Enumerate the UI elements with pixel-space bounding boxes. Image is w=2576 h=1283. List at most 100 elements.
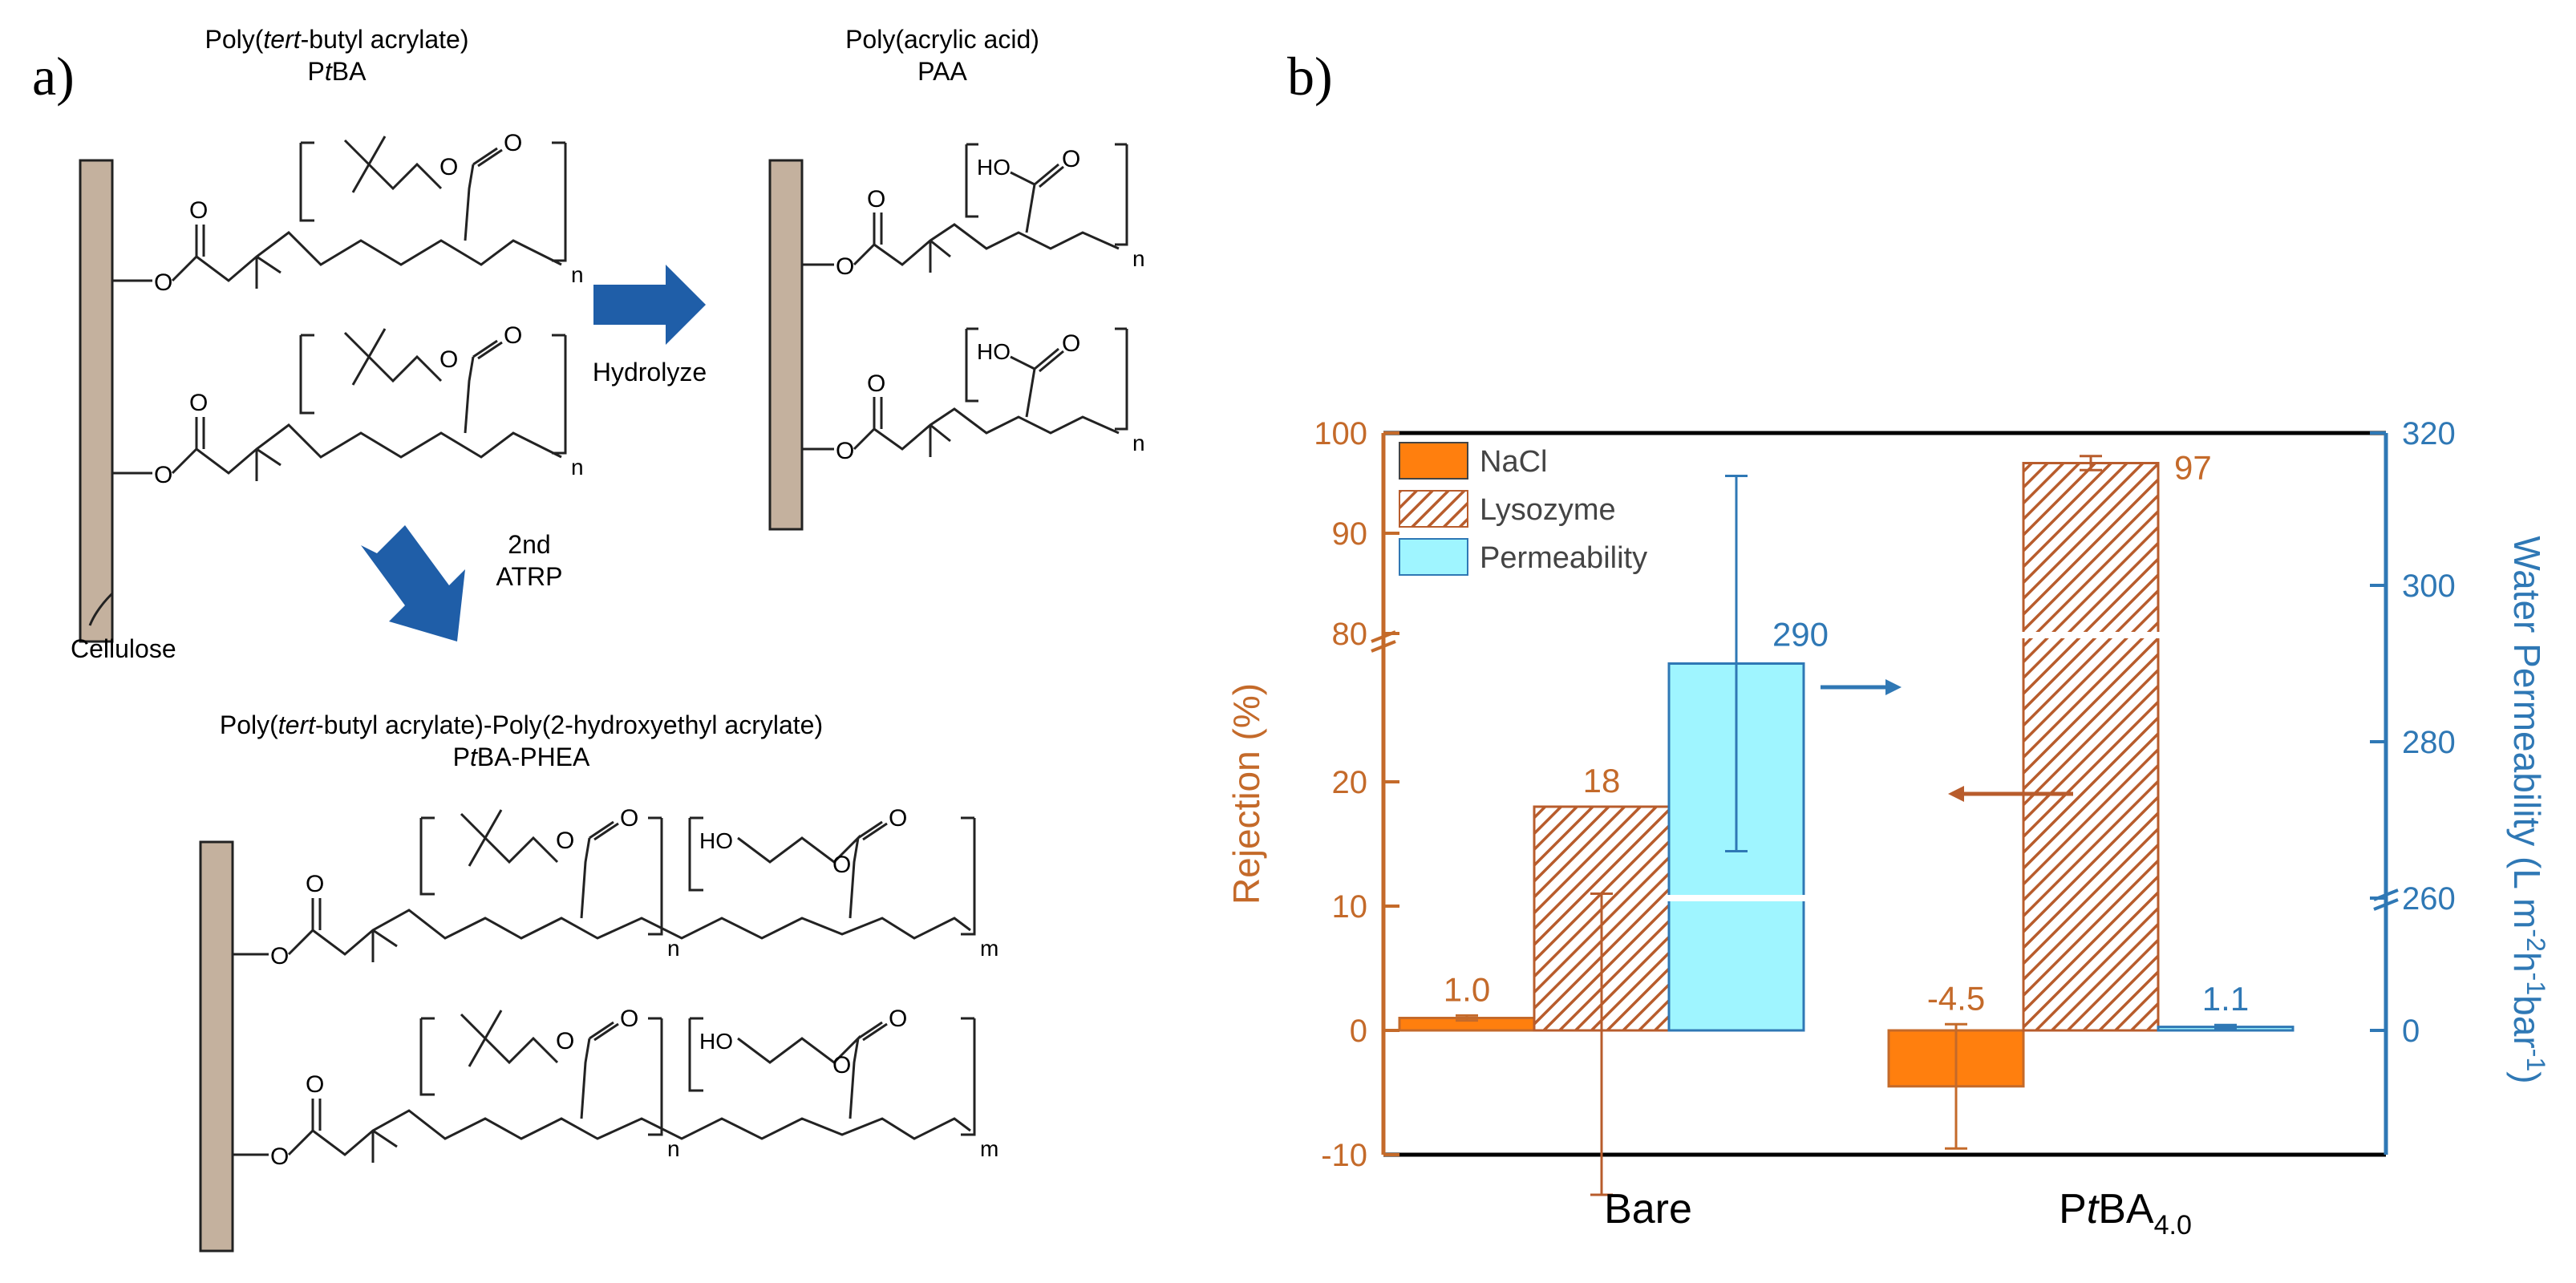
block-chain-1-sub-m: m (980, 936, 998, 961)
atrp-label-line2: ATRP (496, 562, 563, 591)
bars: 1.0 -4.5 18 97 290 1.1 (1398, 449, 2295, 1196)
block-chain-1-o-tbu-dbl: O (620, 805, 638, 832)
atrp-label-line1: 2nd (508, 530, 550, 559)
left-tick-label: 100 (1314, 416, 1367, 451)
data-label-nacl: 1.0 (1444, 970, 1490, 1008)
left-tick-label: 90 (1332, 516, 1368, 552)
block-chain-1 (233, 809, 976, 962)
legend-label-nacl: NaCl (1480, 445, 1547, 479)
paa-chain-2 (802, 327, 1128, 457)
block-title: Poly(tert-butyl acrylate)-Poly(2-hydroxy… (220, 710, 823, 739)
left-ticks (1383, 431, 1399, 1156)
ptba-chain-2-sub-n: n (571, 455, 584, 480)
error-bar-lysozyme (2080, 455, 2102, 472)
left-tick-label: -10 (1321, 1138, 1367, 1173)
paa-chain-1 (802, 143, 1128, 273)
error-bar-nacl (1456, 1014, 1478, 1022)
paa-title: Poly(acrylic acid) (845, 25, 1039, 54)
right-tick-label: 280 (2402, 725, 2456, 760)
block-chain-2-o-ester: O (270, 1143, 289, 1170)
block-chain-2-o-hea-dbl: O (889, 1006, 907, 1032)
right-tick-label: 0 (2402, 1014, 2420, 1049)
ptba-chain-1-o-ester: O (154, 269, 172, 296)
right-tick-label: 300 (2402, 569, 2456, 604)
ptba-title: Poly(tert-butyl acrylate) (205, 25, 469, 54)
paa-chain-1-o-acid: O (1062, 146, 1080, 172)
error-bar-nacl (1945, 1022, 1967, 1150)
cellulose-label: Cellulose (71, 634, 176, 663)
block-wall (199, 840, 234, 1253)
left-tick-label: 10 (1332, 889, 1368, 925)
ptba-chain-1-o-side: O (439, 154, 458, 180)
right-tick-label: 320 (2402, 416, 2456, 451)
block-chain-1-sub-n: n (667, 936, 680, 961)
paa-chain-1-o-ester: O (836, 253, 854, 280)
block-chain-2-o-hea: O (832, 1052, 851, 1079)
paa-chain-2-ho: HO (977, 339, 1011, 364)
ptba-chain-1 (112, 136, 567, 289)
ptba-abbr: PtBA (308, 57, 367, 86)
ptba-chain-2-o-side-dbl: O (504, 322, 522, 349)
ptba-chain-1-o-carbonyl: O (189, 197, 208, 224)
error-bar-permeability (2214, 1023, 2237, 1030)
paa-wall (768, 159, 804, 531)
category-label-bare: Bare (1604, 1186, 1692, 1232)
left-tick-labels: -10 0 10 20 80 90 100 (1314, 416, 1367, 1173)
left-axis-title: Rejection (%) (1225, 683, 1267, 905)
ptba-chain-1-o-side-dbl: O (504, 130, 522, 156)
block-chain-1-o-carbonyl: O (306, 871, 324, 897)
data-label-lysozyme: 97 (2174, 449, 2212, 487)
data-label-permeability: 290 (1772, 616, 1829, 654)
block-chain-2-o-tbu: O (556, 1028, 574, 1054)
block-chain-1-o-tbu: O (556, 828, 574, 854)
panel-b-label: b) (1287, 46, 1333, 107)
left-tick-label: 80 (1332, 617, 1368, 652)
category-label-ptba: PtBA4.0 (2059, 1186, 2192, 1241)
cellulose-pointer (88, 592, 114, 626)
ptba-chain-2-o-ester: O (154, 462, 172, 488)
legend-swatch-nacl (1399, 442, 1468, 480)
hydrolyze-arrow (593, 265, 706, 345)
right-tick-label: 260 (2402, 881, 2456, 917)
block-abbr: PtBA-PHEA (453, 743, 590, 771)
error-bar-permeability (1725, 475, 1748, 852)
bar-break-gap (1667, 895, 1805, 901)
block-chain-2-o-carbonyl: O (306, 1071, 324, 1098)
right-tick-labels: 0 260 280 300 320 (2402, 416, 2456, 1049)
paa-chain-1-ho: HO (977, 155, 1011, 180)
ptba-chain-1-sub-n: n (571, 262, 584, 287)
error-bar-lysozyme (1590, 892, 1613, 1196)
legend-label-lysozyme: Lysozyme (1480, 493, 1616, 527)
block-chain-2-sub-m: m (980, 1136, 998, 1161)
legend-swatch-permeability (1399, 538, 1468, 576)
legend: NaCl Lysozyme Permeability (1399, 442, 1647, 576)
data-label-lysozyme: 18 (1583, 762, 1621, 799)
panel-a-label: a) (32, 46, 75, 107)
paa-abbr: PAA (917, 57, 967, 86)
block-chain-1-ho: HO (699, 828, 733, 853)
paa-chain-2-o-carbonyl: O (867, 370, 885, 397)
block-chain-2-sub-n: n (667, 1136, 680, 1161)
block-chain-1-o-hea: O (832, 852, 851, 878)
right-axis-title: Water Permeability (L m-2h-1bar-1) (2506, 536, 2550, 1083)
block-chain-2-o-tbu-dbl: O (620, 1006, 638, 1032)
legend-label-permeability: Permeability (1480, 541, 1647, 575)
panel-b: b) -10 0 10 20 80 (1225, 46, 2550, 1241)
cellulose-wall (79, 159, 114, 643)
paa-chain-1-o-carbonyl: O (867, 186, 885, 212)
data-label-permeability: 1.1 (2202, 980, 2249, 1018)
block-chain-2-ho: HO (699, 1029, 733, 1054)
left-tick-label: 20 (1332, 765, 1368, 800)
hydrolyze-label: Hydrolyze (593, 358, 707, 387)
bar-lysozyme (2022, 462, 2160, 1032)
legend-swatch-lysozyme (1399, 490, 1468, 528)
left-tick-label: 0 (1350, 1014, 1367, 1049)
data-label-nacl: -4.5 (1927, 979, 1985, 1017)
block-chain-1-o-ester: O (270, 943, 289, 969)
paa-chain-2-o-ester: O (836, 438, 854, 464)
bar-break-gap (2022, 632, 2160, 638)
paa-chain-2-sub-n: n (1132, 431, 1145, 455)
paa-chain-1-sub-n: n (1132, 246, 1145, 271)
ptba-chain-2-o-carbonyl: O (189, 390, 208, 416)
